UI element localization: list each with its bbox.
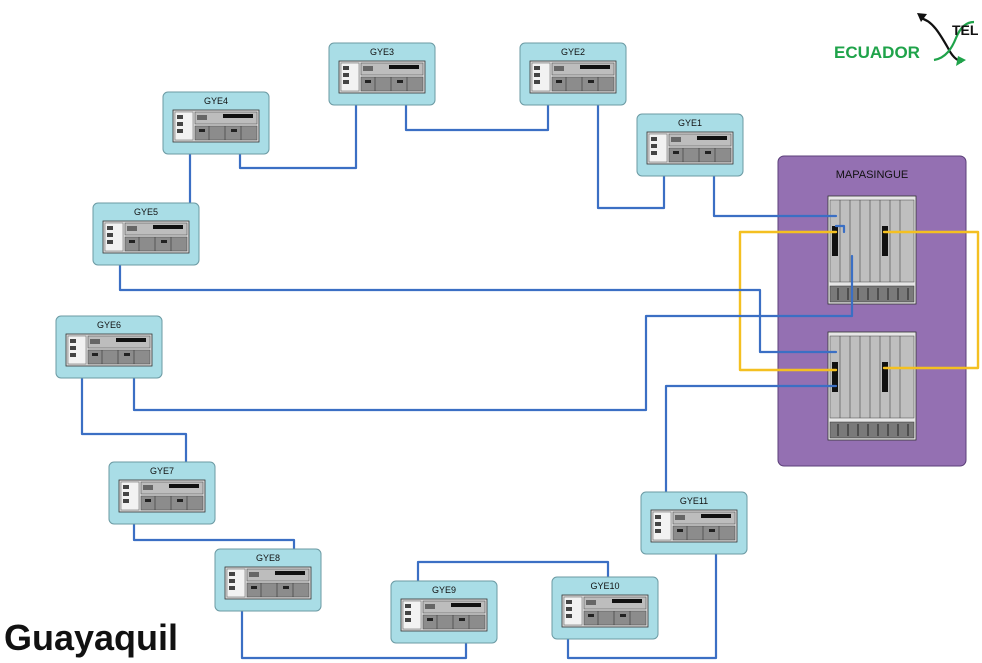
link-gye5-mapasingue xyxy=(118,248,838,354)
hub-chassis-top xyxy=(827,195,917,305)
link-gye2-mapasingue xyxy=(596,94,666,210)
ecuadortel-logo: ECUADOR TEL xyxy=(834,13,979,66)
router-chassis xyxy=(650,509,738,543)
node-gye5: GYE5 xyxy=(92,202,200,266)
node-gye11: GYE11 xyxy=(640,491,748,555)
node-label: GYE9 xyxy=(432,585,456,595)
arrow-down-icon xyxy=(919,16,963,64)
node-label: GYE2 xyxy=(561,47,585,57)
node-label: GYE10 xyxy=(590,581,619,591)
arrow-swoosh-icon xyxy=(933,20,975,62)
link-mapasingue-interconnect-right xyxy=(882,230,980,370)
node-gye6: GYE6 xyxy=(55,315,163,379)
router-chassis xyxy=(172,109,260,143)
node-label: GYE7 xyxy=(150,466,174,476)
node-gye4: GYE4 xyxy=(162,91,270,155)
hub-label: MAPASINGUE xyxy=(836,169,909,181)
node-label: GYE5 xyxy=(134,207,158,217)
node-gye7: GYE7 xyxy=(108,461,216,525)
node-gye3: GYE3 xyxy=(328,42,436,106)
router-chassis xyxy=(646,131,734,165)
link-mapasingue-interconnect-left xyxy=(738,230,838,372)
logo-suffix-text: TEL xyxy=(952,22,979,38)
node-gye2: GYE2 xyxy=(519,42,627,106)
node-label: GYE3 xyxy=(370,47,394,57)
arrow-head-icon xyxy=(917,13,927,22)
link-mapasingue-gye6-a xyxy=(132,254,854,412)
hub-site-mapasingue: MAPASINGUE xyxy=(777,155,967,467)
router-chassis xyxy=(338,60,426,94)
node-label: GYE1 xyxy=(678,118,702,128)
hub-chassis-bottom xyxy=(827,331,917,441)
router-chassis xyxy=(529,60,617,94)
node-gye8: GYE8 xyxy=(214,548,322,612)
node-gye1: GYE1 xyxy=(636,113,744,177)
arrow-head-green-icon xyxy=(956,56,966,66)
node-label: GYE6 xyxy=(97,320,121,330)
logo-main-text: ECUADOR xyxy=(834,43,920,62)
link-gye1-mapasingue xyxy=(712,158,838,218)
link-gye6-gye7 xyxy=(80,364,188,490)
router-chassis xyxy=(102,220,190,254)
link-gye3-gye2 xyxy=(404,94,550,132)
node-gye9: GYE9 xyxy=(390,580,498,644)
router-chassis xyxy=(224,566,312,600)
router-chassis xyxy=(118,479,206,513)
router-chassis xyxy=(65,333,153,367)
node-label: GYE8 xyxy=(256,553,280,563)
city-title: Guayaquil xyxy=(4,617,178,658)
node-gye10: GYE10 xyxy=(551,576,659,640)
link-gye11-mapasingue xyxy=(664,384,838,516)
router-chassis xyxy=(400,598,488,632)
node-label: GYE11 xyxy=(680,496,708,506)
node-label: GYE4 xyxy=(204,96,228,106)
link-mapasingue-internal xyxy=(834,224,846,234)
router-chassis xyxy=(561,594,649,628)
